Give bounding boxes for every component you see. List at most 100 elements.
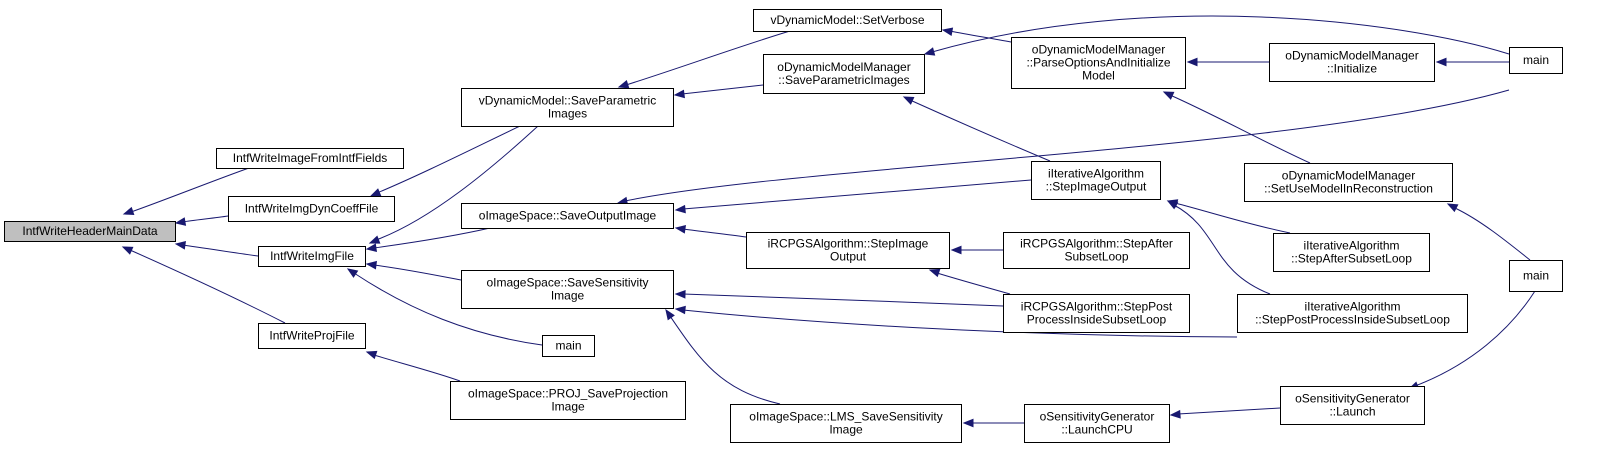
- node-label: ProcessInsideSubsetLoop: [1027, 313, 1167, 327]
- edge-ircpgs_sio-to-ois_soi: [674, 225, 747, 238]
- edge-ois_psp-to-wpf: [365, 350, 461, 382]
- node-label: oImageSpace::SaveSensitivity: [486, 276, 648, 290]
- edge-vdm_sv-to-vdm_spi: [617, 30, 791, 89]
- node-wifif[interactable]: IntfWriteImageFromIntfFields: [216, 148, 404, 169]
- node-box: [216, 148, 404, 169]
- edge-odmm_sumir-to-odmm_poi: [1162, 91, 1311, 164]
- arrowhead: [674, 204, 686, 214]
- node-ia_sasl[interactable]: iIterativeAlgorithm::StepAfterSubsetLoop: [1273, 233, 1430, 272]
- node-box: [1031, 161, 1161, 200]
- edge-ia_sppisl-to-ois_ssi: [674, 305, 1238, 338]
- edge-odmm_spi-to-vdm_spi: [673, 84, 764, 99]
- node-label: ::StepPostProcessInsideSubsetLoop: [1255, 313, 1450, 327]
- node-main1[interactable]: main: [542, 335, 595, 357]
- edge-osg_launch-to-osg_lcpu: [1169, 407, 1281, 419]
- edge-line: [682, 309, 1238, 338]
- edge-line: [931, 15, 1510, 55]
- node-label: oDynamicModelManager: [1032, 43, 1165, 57]
- node-wif[interactable]: IntfWriteImgFile: [258, 246, 366, 267]
- node-label: main: [555, 339, 581, 353]
- node-label: IntfWriteImgFile: [270, 249, 354, 263]
- edge-line: [949, 30, 1012, 43]
- node-label: ::SaveParametricImages: [778, 73, 909, 87]
- node-ircpgs_sppisl[interactable]: iRCPGSAlgorithm::StepPostProcessInsideSu…: [1003, 294, 1190, 333]
- node-box: [1237, 294, 1468, 333]
- arrowhead: [673, 89, 685, 99]
- arrowhead: [174, 241, 186, 250]
- node-odmm_sumir[interactable]: oDynamicModelManager::SetUseModelInRecon…: [1244, 163, 1453, 202]
- node-vdm_sv[interactable]: vDynamicModel::SetVerbose: [753, 9, 942, 32]
- node-label: ::Launch: [1329, 405, 1375, 419]
- edge-line: [1174, 202, 1291, 234]
- arrowhead: [928, 268, 941, 278]
- node-label: ::StepAfterSubsetLoop: [1291, 252, 1412, 266]
- node-box: [461, 88, 674, 127]
- edge-line: [375, 125, 539, 241]
- edge-line: [682, 228, 747, 238]
- node-box: [258, 246, 366, 267]
- node-box: [1003, 294, 1190, 333]
- nodes-layer: IntfWriteHeaderMainData IntfWriteImageFro…: [4, 9, 1563, 443]
- edge-line: [681, 84, 764, 95]
- node-odmm_init[interactable]: oDynamicModelManager::Initialize: [1269, 43, 1435, 82]
- node-vdm_spi[interactable]: vDynamicModel::SaveParametricImages: [461, 88, 674, 127]
- node-odmm_poi[interactable]: oDynamicModelManager::ParseOptionsAndIni…: [1011, 37, 1186, 89]
- edge-line: [682, 293, 1004, 307]
- edge-line: [909, 99, 1051, 162]
- arrowhead: [617, 80, 630, 89]
- node-osg_lcpu[interactable]: oSensitivityGenerator::LaunchCPU: [1024, 404, 1170, 443]
- node-label: iRCPGSAlgorithm::StepAfter: [1020, 237, 1173, 251]
- edge-line: [373, 227, 491, 249]
- edge-line: [181, 215, 229, 223]
- node-ia_sio[interactable]: iIterativeAlgorithm::StepImageOutput: [1031, 161, 1161, 200]
- node-ircpgs_sio[interactable]: iRCPGSAlgorithm::StepImageOutput: [746, 232, 950, 269]
- arrowhead: [674, 305, 686, 315]
- edges-layer: [121, 15, 1536, 428]
- node-root: IntfWriteHeaderMainData: [4, 221, 176, 242]
- node-label: main: [1523, 269, 1549, 283]
- edge-main1-to-wif: [346, 268, 543, 346]
- node-box: [1011, 37, 1186, 89]
- arrowhead: [902, 96, 915, 105]
- node-label: iIterativeAlgorithm: [1048, 167, 1144, 181]
- edge-line: [1414, 290, 1536, 387]
- edge-ois_lms-to-ois_ssi: [665, 308, 781, 405]
- node-widcf[interactable]: IntfWriteImgDynCoeffFile: [228, 196, 395, 222]
- node-ia_sppisl[interactable]: iIterativeAlgorithm::StepPostProcessInsi…: [1237, 294, 1468, 333]
- edge-ia_sio-to-odmm_spi: [902, 96, 1051, 162]
- arrowhead: [1446, 203, 1459, 213]
- node-label: Output: [830, 250, 867, 264]
- node-osg_launch[interactable]: oSensitivityGenerator::Launch: [1280, 386, 1425, 425]
- node-box: [1280, 386, 1425, 425]
- node-box: [228, 196, 395, 222]
- node-main2[interactable]: main: [1509, 47, 1563, 74]
- node-label: Model: [1082, 69, 1115, 83]
- node-box: [461, 203, 674, 229]
- arrowhead: [1169, 409, 1181, 419]
- node-label: Images: [548, 107, 587, 121]
- node-odmm_spi[interactable]: oDynamicModelManager::SaveParametricImag…: [763, 54, 925, 94]
- edge-line: [625, 30, 791, 86]
- edge-ia_sppisl-to-ia_sio: [1166, 200, 1271, 295]
- node-label: IntfWriteProjFile: [269, 329, 354, 343]
- node-label: Image: [551, 400, 585, 414]
- node-main3[interactable]: main: [1509, 260, 1563, 292]
- edge-line: [624, 89, 1510, 202]
- node-label: ::StepImageOutput: [1046, 180, 1147, 194]
- node-wpf[interactable]: IntfWriteProjFile: [258, 323, 366, 349]
- edge-line: [936, 272, 1011, 295]
- node-ois_soi[interactable]: oImageSpace::SaveOutputImage: [461, 203, 674, 229]
- node-box: [746, 232, 950, 269]
- edge-line: [1173, 204, 1271, 295]
- node-ircpgs_sasl[interactable]: iRCPGSAlgorithm::StepAfterSubsetLoop: [1003, 232, 1190, 269]
- node-box: [4, 221, 176, 242]
- arrowhead: [923, 47, 936, 56]
- edge-ircpgs_sasl-to-ircpgs_sio: [950, 245, 1004, 255]
- node-label: oDynamicModelManager: [777, 60, 910, 74]
- node-label: oImageSpace::LMS_SaveSensitivity: [749, 410, 942, 424]
- node-label: Image: [829, 423, 863, 437]
- edge-ia_sasl-to-ia_sio: [1166, 199, 1291, 234]
